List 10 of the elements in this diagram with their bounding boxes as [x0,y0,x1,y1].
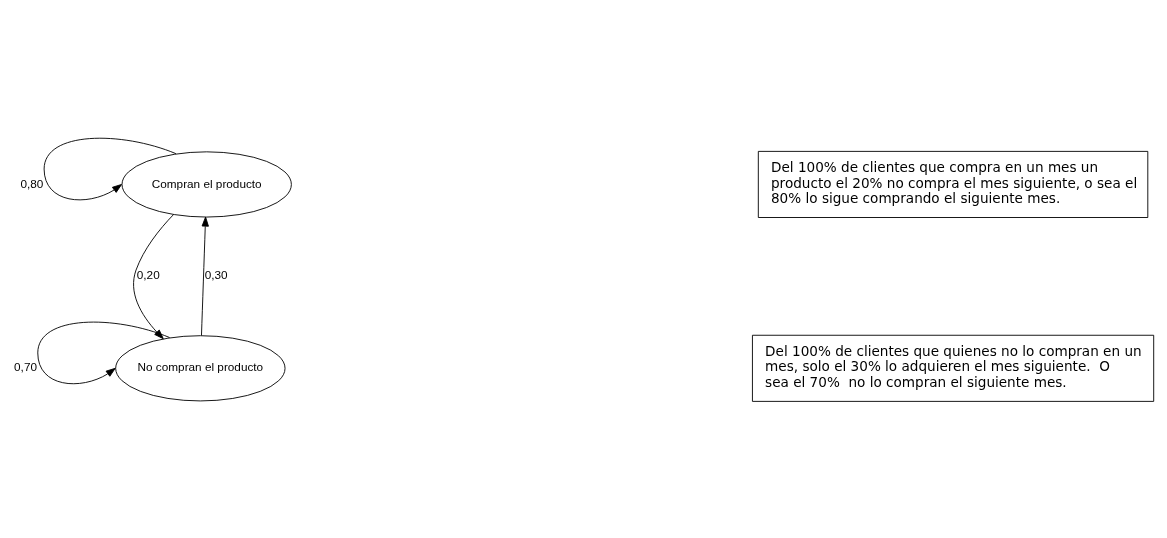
edge-label: 0,70 [14,359,37,373]
node-ellipse: Compran el producto [121,150,292,217]
node-ellipse: No compran el producto [115,334,286,401]
arrow [133,213,175,339]
edge-label: 0,80 [20,176,44,190]
edge-label: 0,30 [204,267,228,281]
edge-label: 0,20 [136,267,160,281]
arrow [201,216,209,336]
node-box: Del 100% de clientes que compra en un mes un producto el 20% no compra el mes siguiente, o sea el 80% lo sigue comprando el siguiente mes. [757,150,1149,218]
node-box: Del 100% de clientes que quienes no lo compran en un mes, solo el 30% lo adquieren el mes siguiente. O sea el 70% no lo compran el siguiente mes. [751,334,1155,402]
